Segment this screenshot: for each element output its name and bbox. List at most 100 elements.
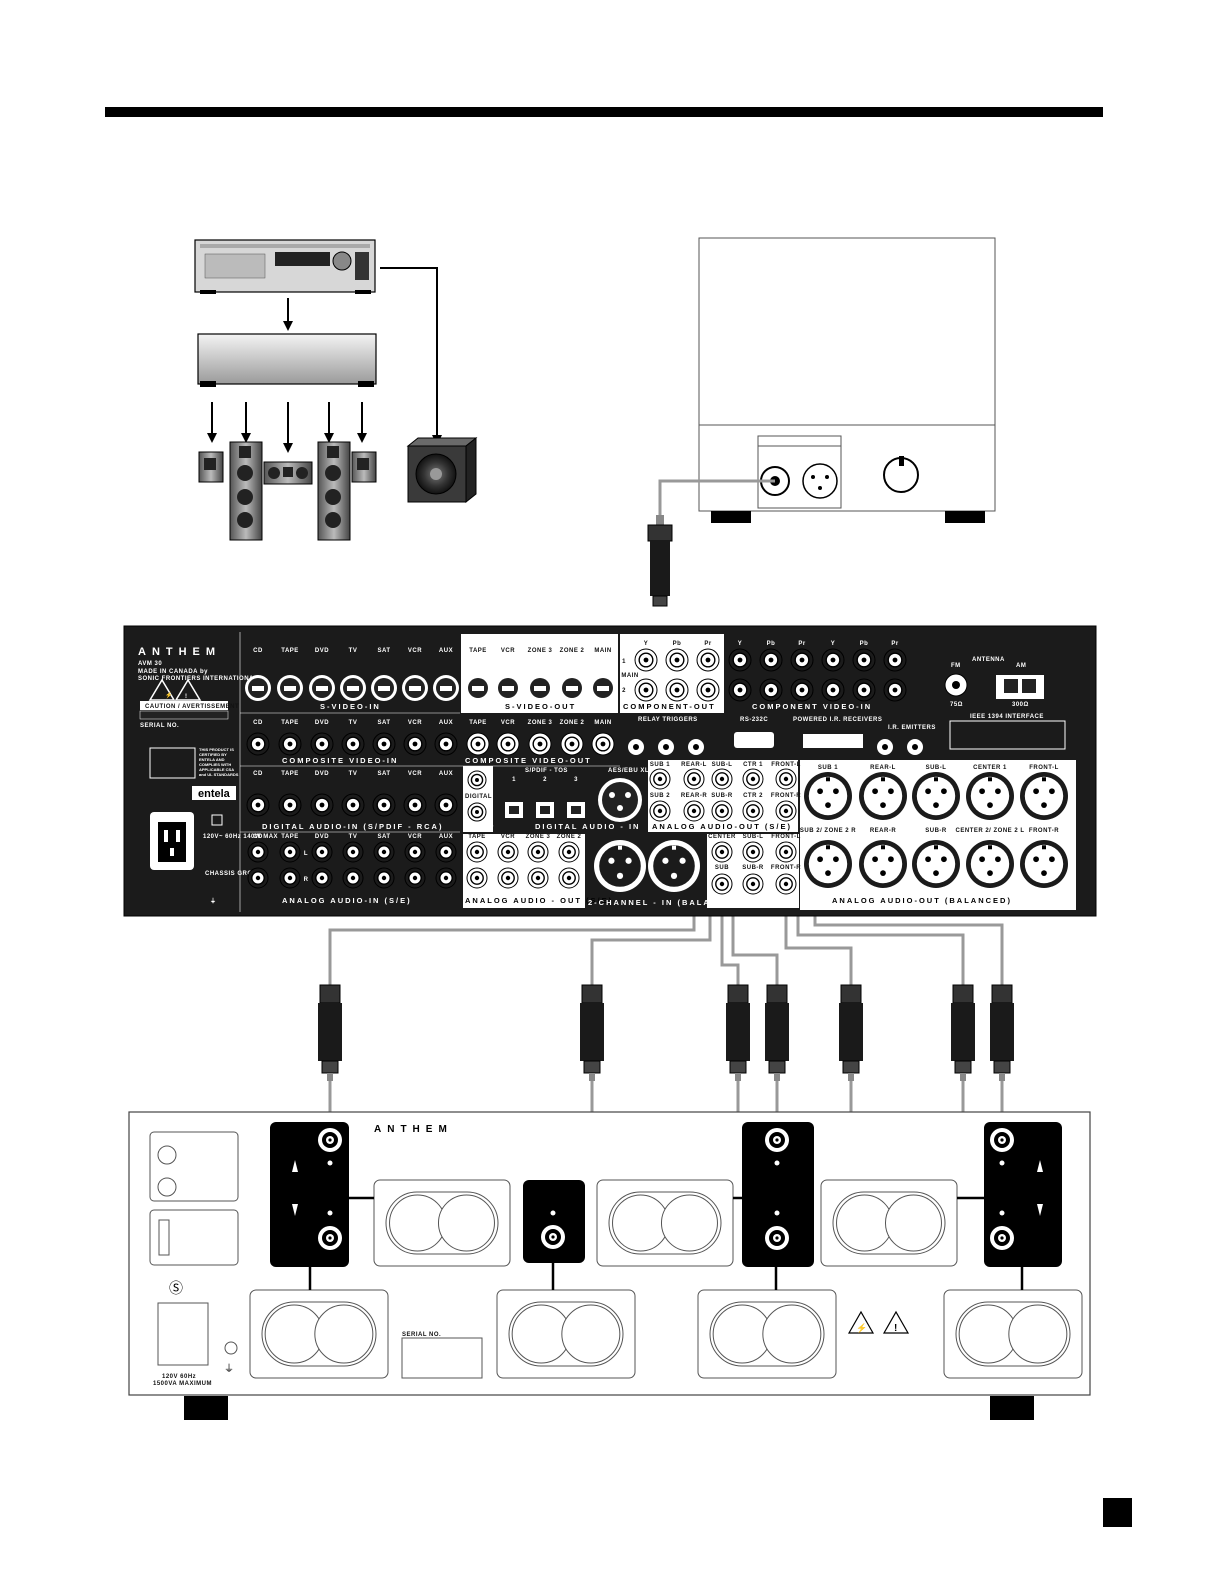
balanced-out-xlr-jack[interactable] (859, 772, 907, 820)
se-out-jack[interactable] (711, 768, 733, 790)
amp-rca-input-jack[interactable] (765, 1128, 789, 1152)
six-ch-in-jack[interactable] (711, 873, 733, 895)
svideo-in-jack[interactable] (309, 675, 335, 701)
component-in-jack[interactable] (790, 648, 814, 672)
balanced-out-xlr-jack[interactable] (1020, 840, 1068, 888)
composite-in-jack[interactable] (372, 732, 396, 756)
two-ch-xlr-jack-r[interactable] (648, 840, 700, 892)
six-ch-in-jack[interactable] (711, 841, 733, 863)
analog-in-jack[interactable] (342, 841, 364, 863)
component-in-jack[interactable] (759, 648, 783, 672)
se-out-jack[interactable] (711, 800, 733, 822)
two-ch-xlr-jack-l[interactable] (594, 840, 646, 892)
tos-optical-jack[interactable] (536, 802, 554, 818)
composite-out-jack[interactable] (466, 732, 490, 756)
svideo-out-jack[interactable] (590, 675, 616, 701)
analog-in-jack[interactable] (435, 841, 457, 863)
se-out-jack[interactable] (683, 800, 705, 822)
composite-out-jack[interactable] (560, 732, 584, 756)
tos-optical-jack[interactable] (567, 802, 585, 818)
se-out-jack[interactable] (649, 768, 671, 790)
composite-in-jack[interactable] (434, 732, 458, 756)
analog-in-jack[interactable] (279, 841, 301, 863)
analog-out-jack[interactable] (466, 841, 488, 863)
analog-in-jack[interactable] (435, 867, 457, 889)
tos-optical-jack[interactable] (505, 802, 523, 818)
analog-in-jack[interactable] (404, 841, 426, 863)
analog-in-jack[interactable] (373, 867, 395, 889)
digital-in-jack[interactable] (403, 793, 427, 817)
digital-rec-out-jack[interactable] (467, 770, 487, 790)
svideo-out-jack[interactable] (465, 675, 491, 701)
svideo-out-jack[interactable] (559, 675, 585, 701)
analog-out-jack[interactable] (558, 867, 580, 889)
svideo-in-jack[interactable] (402, 675, 428, 701)
svideo-out-jack[interactable] (527, 675, 553, 701)
svideo-in-jack[interactable] (277, 675, 303, 701)
svideo-in-jack[interactable] (340, 675, 366, 701)
component-in-jack[interactable] (883, 678, 907, 702)
analog-out-jack[interactable] (466, 867, 488, 889)
component-in-jack[interactable] (728, 678, 752, 702)
analog-out-jack[interactable] (527, 841, 549, 863)
component-in-jack[interactable] (821, 648, 845, 672)
six-ch-in-jack[interactable] (742, 841, 764, 863)
amp-rca-input-jack[interactable] (990, 1226, 1014, 1250)
se-out-jack[interactable] (742, 768, 764, 790)
se-out-jack[interactable] (775, 800, 797, 822)
amp-rca-input-jack[interactable] (541, 1225, 565, 1249)
component-in-jack[interactable] (759, 678, 783, 702)
analog-out-jack[interactable] (497, 841, 519, 863)
balanced-out-xlr-jack[interactable] (804, 840, 852, 888)
component-out-jack[interactable] (696, 678, 720, 702)
digital-rec-out-jack[interactable] (467, 802, 487, 822)
amp-power-switch[interactable] (158, 1219, 170, 1256)
six-ch-in-jack[interactable] (775, 873, 797, 895)
analog-in-jack[interactable] (247, 841, 269, 863)
svideo-in-jack[interactable] (433, 675, 459, 701)
analog-out-jack[interactable] (527, 867, 549, 889)
se-out-jack[interactable] (775, 768, 797, 790)
svideo-in-jack[interactable] (245, 675, 271, 701)
balanced-out-xlr-jack[interactable] (1020, 772, 1068, 820)
sub-xlr-input-jack[interactable] (802, 463, 838, 499)
am-antenna-terminal[interactable] (996, 675, 1044, 699)
digital-in-jack[interactable] (310, 793, 334, 817)
amp-power-inlet[interactable] (157, 1302, 209, 1366)
digital-in-jack[interactable] (434, 793, 458, 817)
digital-in-jack[interactable] (246, 793, 270, 817)
component-in-jack[interactable] (790, 678, 814, 702)
component-in-jack[interactable] (883, 648, 907, 672)
balanced-out-xlr-jack[interactable] (966, 772, 1014, 820)
six-ch-in-jack[interactable] (742, 873, 764, 895)
amp-rca-input-jack[interactable] (318, 1128, 342, 1152)
composite-in-jack[interactable] (246, 732, 270, 756)
svideo-in-jack[interactable] (371, 675, 397, 701)
rs232-port[interactable] (734, 732, 774, 748)
analog-in-jack[interactable] (342, 867, 364, 889)
balanced-out-xlr-jack[interactable] (859, 840, 907, 888)
component-out-jack[interactable] (696, 648, 720, 672)
balanced-out-xlr-jack[interactable] (966, 840, 1014, 888)
component-in-jack[interactable] (728, 648, 752, 672)
se-out-jack[interactable] (742, 800, 764, 822)
se-out-jack[interactable] (683, 768, 705, 790)
amp-rca-input-jack[interactable] (318, 1226, 342, 1250)
svideo-out-jack[interactable] (495, 675, 521, 701)
analog-in-jack[interactable] (311, 867, 333, 889)
composite-in-jack[interactable] (341, 732, 365, 756)
component-out-jack[interactable] (665, 648, 689, 672)
composite-out-jack[interactable] (528, 732, 552, 756)
powered-ir-terminal[interactable] (803, 734, 863, 748)
digital-in-jack[interactable] (278, 793, 302, 817)
component-in-jack[interactable] (821, 678, 845, 702)
analog-in-jack[interactable] (373, 841, 395, 863)
ieee-1394-port[interactable] (949, 720, 1066, 750)
balanced-out-xlr-jack[interactable] (912, 772, 960, 820)
composite-in-jack[interactable] (310, 732, 334, 756)
composite-out-jack[interactable] (591, 732, 615, 756)
composite-in-jack[interactable] (403, 732, 427, 756)
analog-in-jack[interactable] (279, 867, 301, 889)
analog-out-jack[interactable] (497, 867, 519, 889)
analog-out-jack[interactable] (558, 841, 580, 863)
